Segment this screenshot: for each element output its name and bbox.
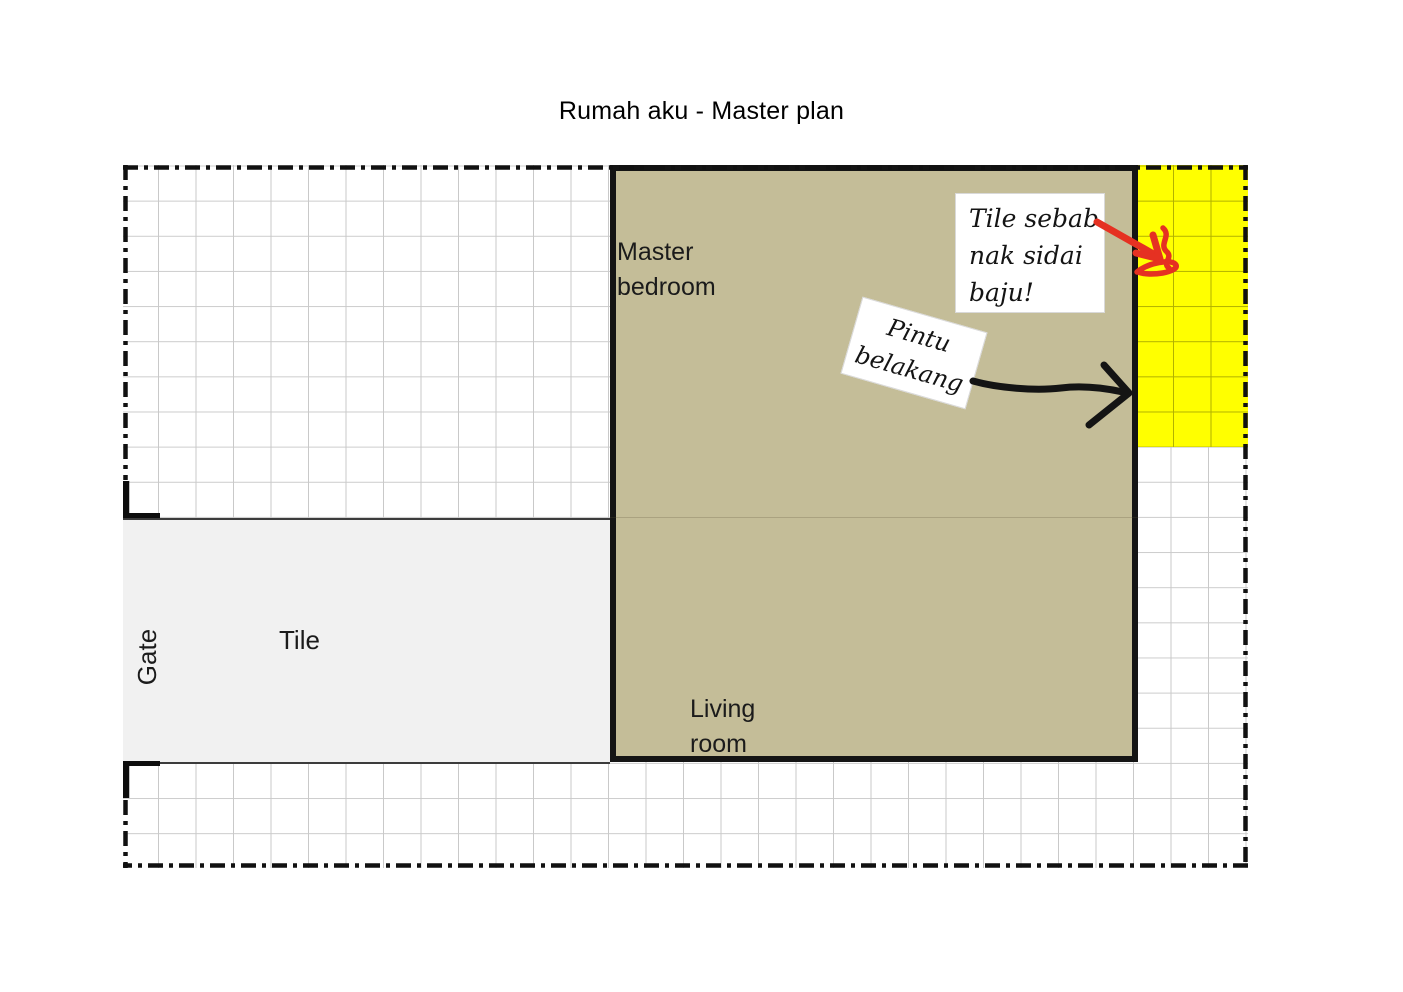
tile-reason-note-line: baju!: [969, 278, 1034, 307]
room-divider-line: [610, 517, 1138, 518]
master-bedroom-label: Master bedroom: [617, 238, 716, 301]
page-title: Rumah aku - Master plan: [558, 97, 845, 125]
tile-reason-note-line: nak sidai: [969, 241, 1083, 270]
tile-patio-area: [123, 518, 610, 764]
living-room-label: Living room: [690, 695, 756, 758]
tile-reason-note: Tile sebab nak sidai baju!: [955, 193, 1105, 313]
tile-label: Tile: [279, 625, 320, 655]
plan-grid-area: Master bedroom Living room Tile Gate Pin…: [123, 165, 1248, 868]
yellow-drying-tile-area: [1138, 165, 1248, 447]
tile-reason-note-line: Tile sebab: [969, 204, 1099, 233]
gate-label: Gate: [132, 628, 162, 686]
